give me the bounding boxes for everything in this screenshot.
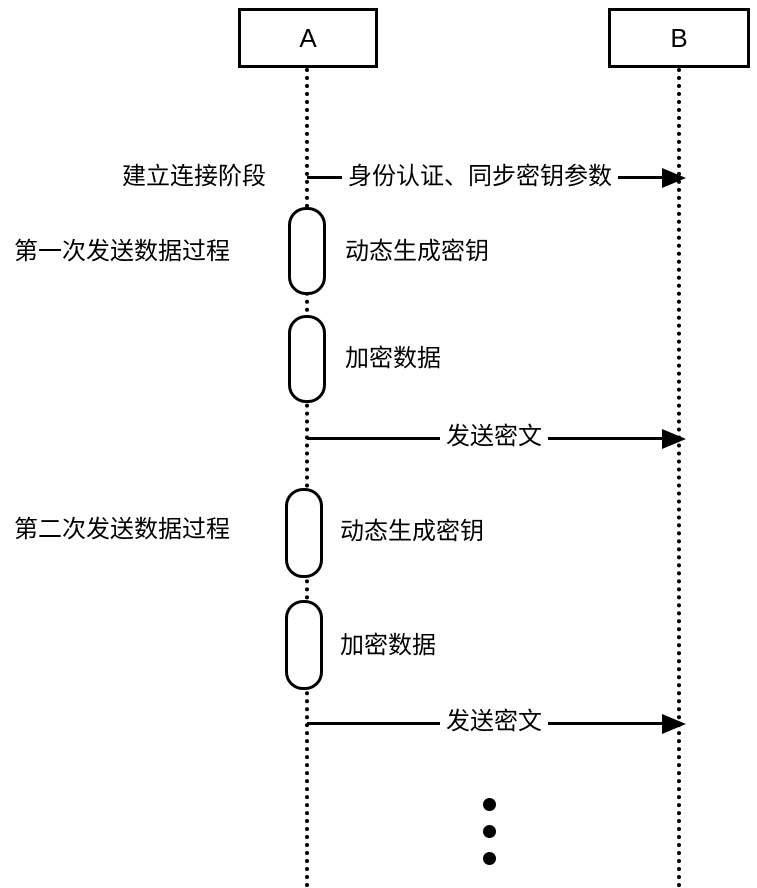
activation-2 [288, 315, 326, 403]
activation-3-label: 动态生成密钥 [340, 518, 484, 545]
actor-box-b: B [608, 8, 750, 68]
phase-label: 建立连接阶段 [122, 163, 266, 190]
actor-a-label: A [299, 22, 317, 53]
activation-2-label: 加密数据 [345, 345, 441, 372]
activation-3 [285, 488, 323, 578]
message-1-arrowhead-icon [662, 168, 686, 188]
actor-box-a: A [238, 8, 378, 68]
message-2-label: 发送密文 [440, 423, 548, 452]
actor-b-label: B [670, 22, 688, 53]
process-2-label: 第二次发送数据过程 [14, 516, 230, 543]
message-3-arrowhead-icon [662, 714, 686, 734]
activation-4-label: 加密数据 [340, 632, 436, 659]
message-3-label: 发送密文 [440, 708, 548, 737]
process-1-label: 第一次发送数据过程 [14, 238, 230, 265]
message-1-label: 身份认证、同步密钥参数 [342, 163, 618, 192]
message-2-arrowhead-icon [662, 429, 686, 449]
ellipsis-dot [483, 825, 496, 838]
activation-4 [285, 600, 323, 690]
activation-1 [288, 207, 326, 295]
lifeline-a [305, 68, 309, 888]
ellipsis-dot [483, 798, 496, 811]
ellipsis-dot [483, 852, 496, 865]
activation-1-label: 动态生成密钥 [345, 238, 489, 265]
lifeline-b [677, 68, 681, 888]
